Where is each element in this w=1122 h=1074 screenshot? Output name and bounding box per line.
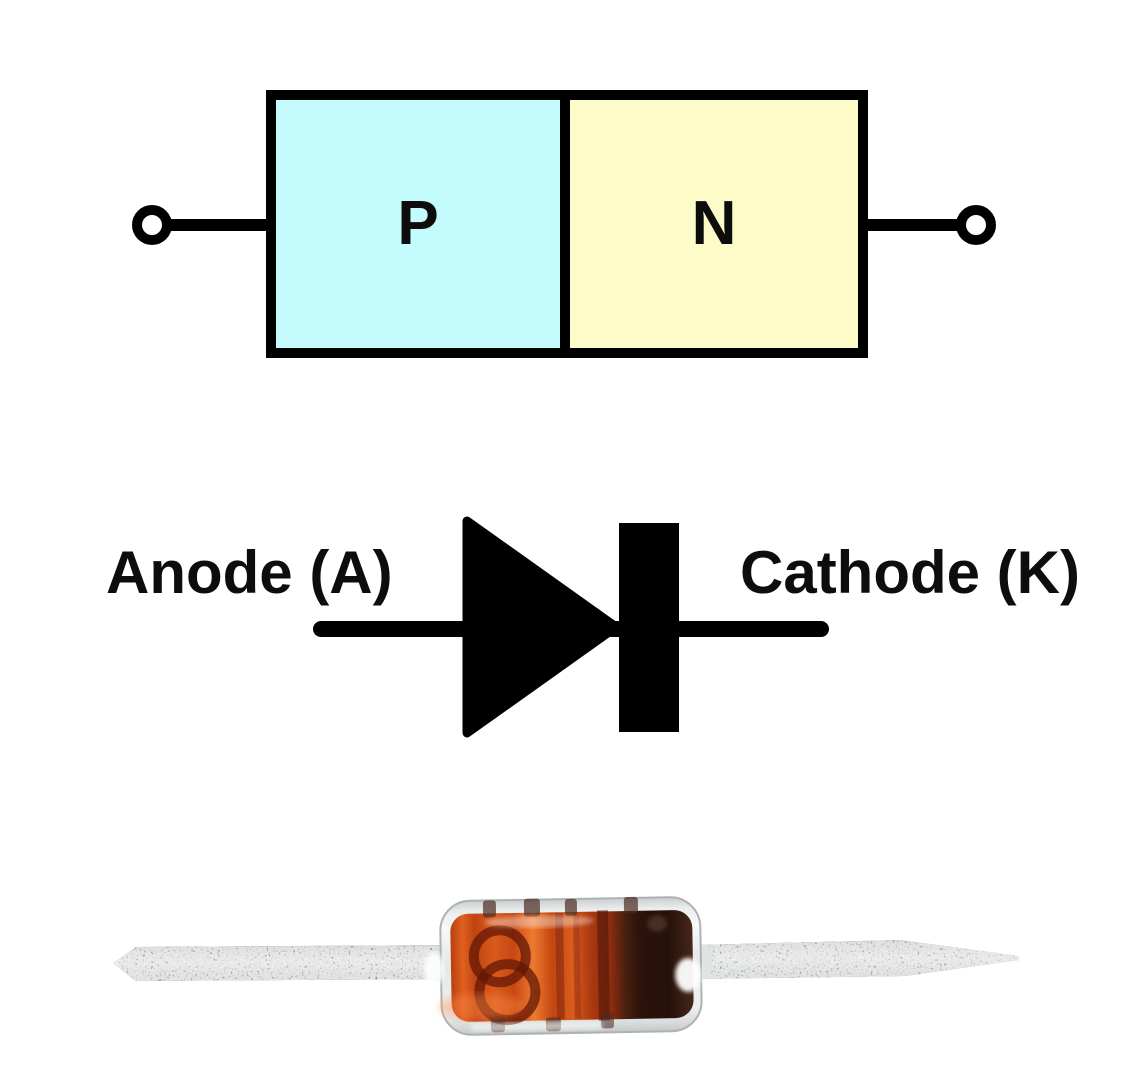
p-label: P <box>397 189 439 258</box>
n-label: N <box>691 189 737 258</box>
internal-ring-top <box>468 925 531 988</box>
left-terminal-circle <box>132 205 172 245</box>
cathode-label: Cathode (K) <box>740 539 1080 606</box>
n-region: N <box>560 100 858 348</box>
diode-photo <box>113 896 1019 1036</box>
internal-ring-bottom <box>474 959 541 1026</box>
anode-label: Anode (A) <box>106 539 393 606</box>
right-lead-wire <box>697 940 1019 979</box>
right-glass-glint <box>675 957 702 992</box>
anode-triangle-icon <box>462 516 621 738</box>
diode-symbol <box>462 516 679 738</box>
p-region: P <box>276 100 560 348</box>
right-terminal-circle <box>956 205 996 245</box>
left-lead-wire <box>113 945 452 981</box>
pn-junction-box: P N <box>266 90 868 358</box>
cathode-bar-icon <box>619 523 679 732</box>
right-terminal-wire <box>868 219 958 231</box>
left-terminal-wire <box>168 219 266 231</box>
glass-body <box>424 896 713 1036</box>
left-glass-glint <box>424 952 445 987</box>
